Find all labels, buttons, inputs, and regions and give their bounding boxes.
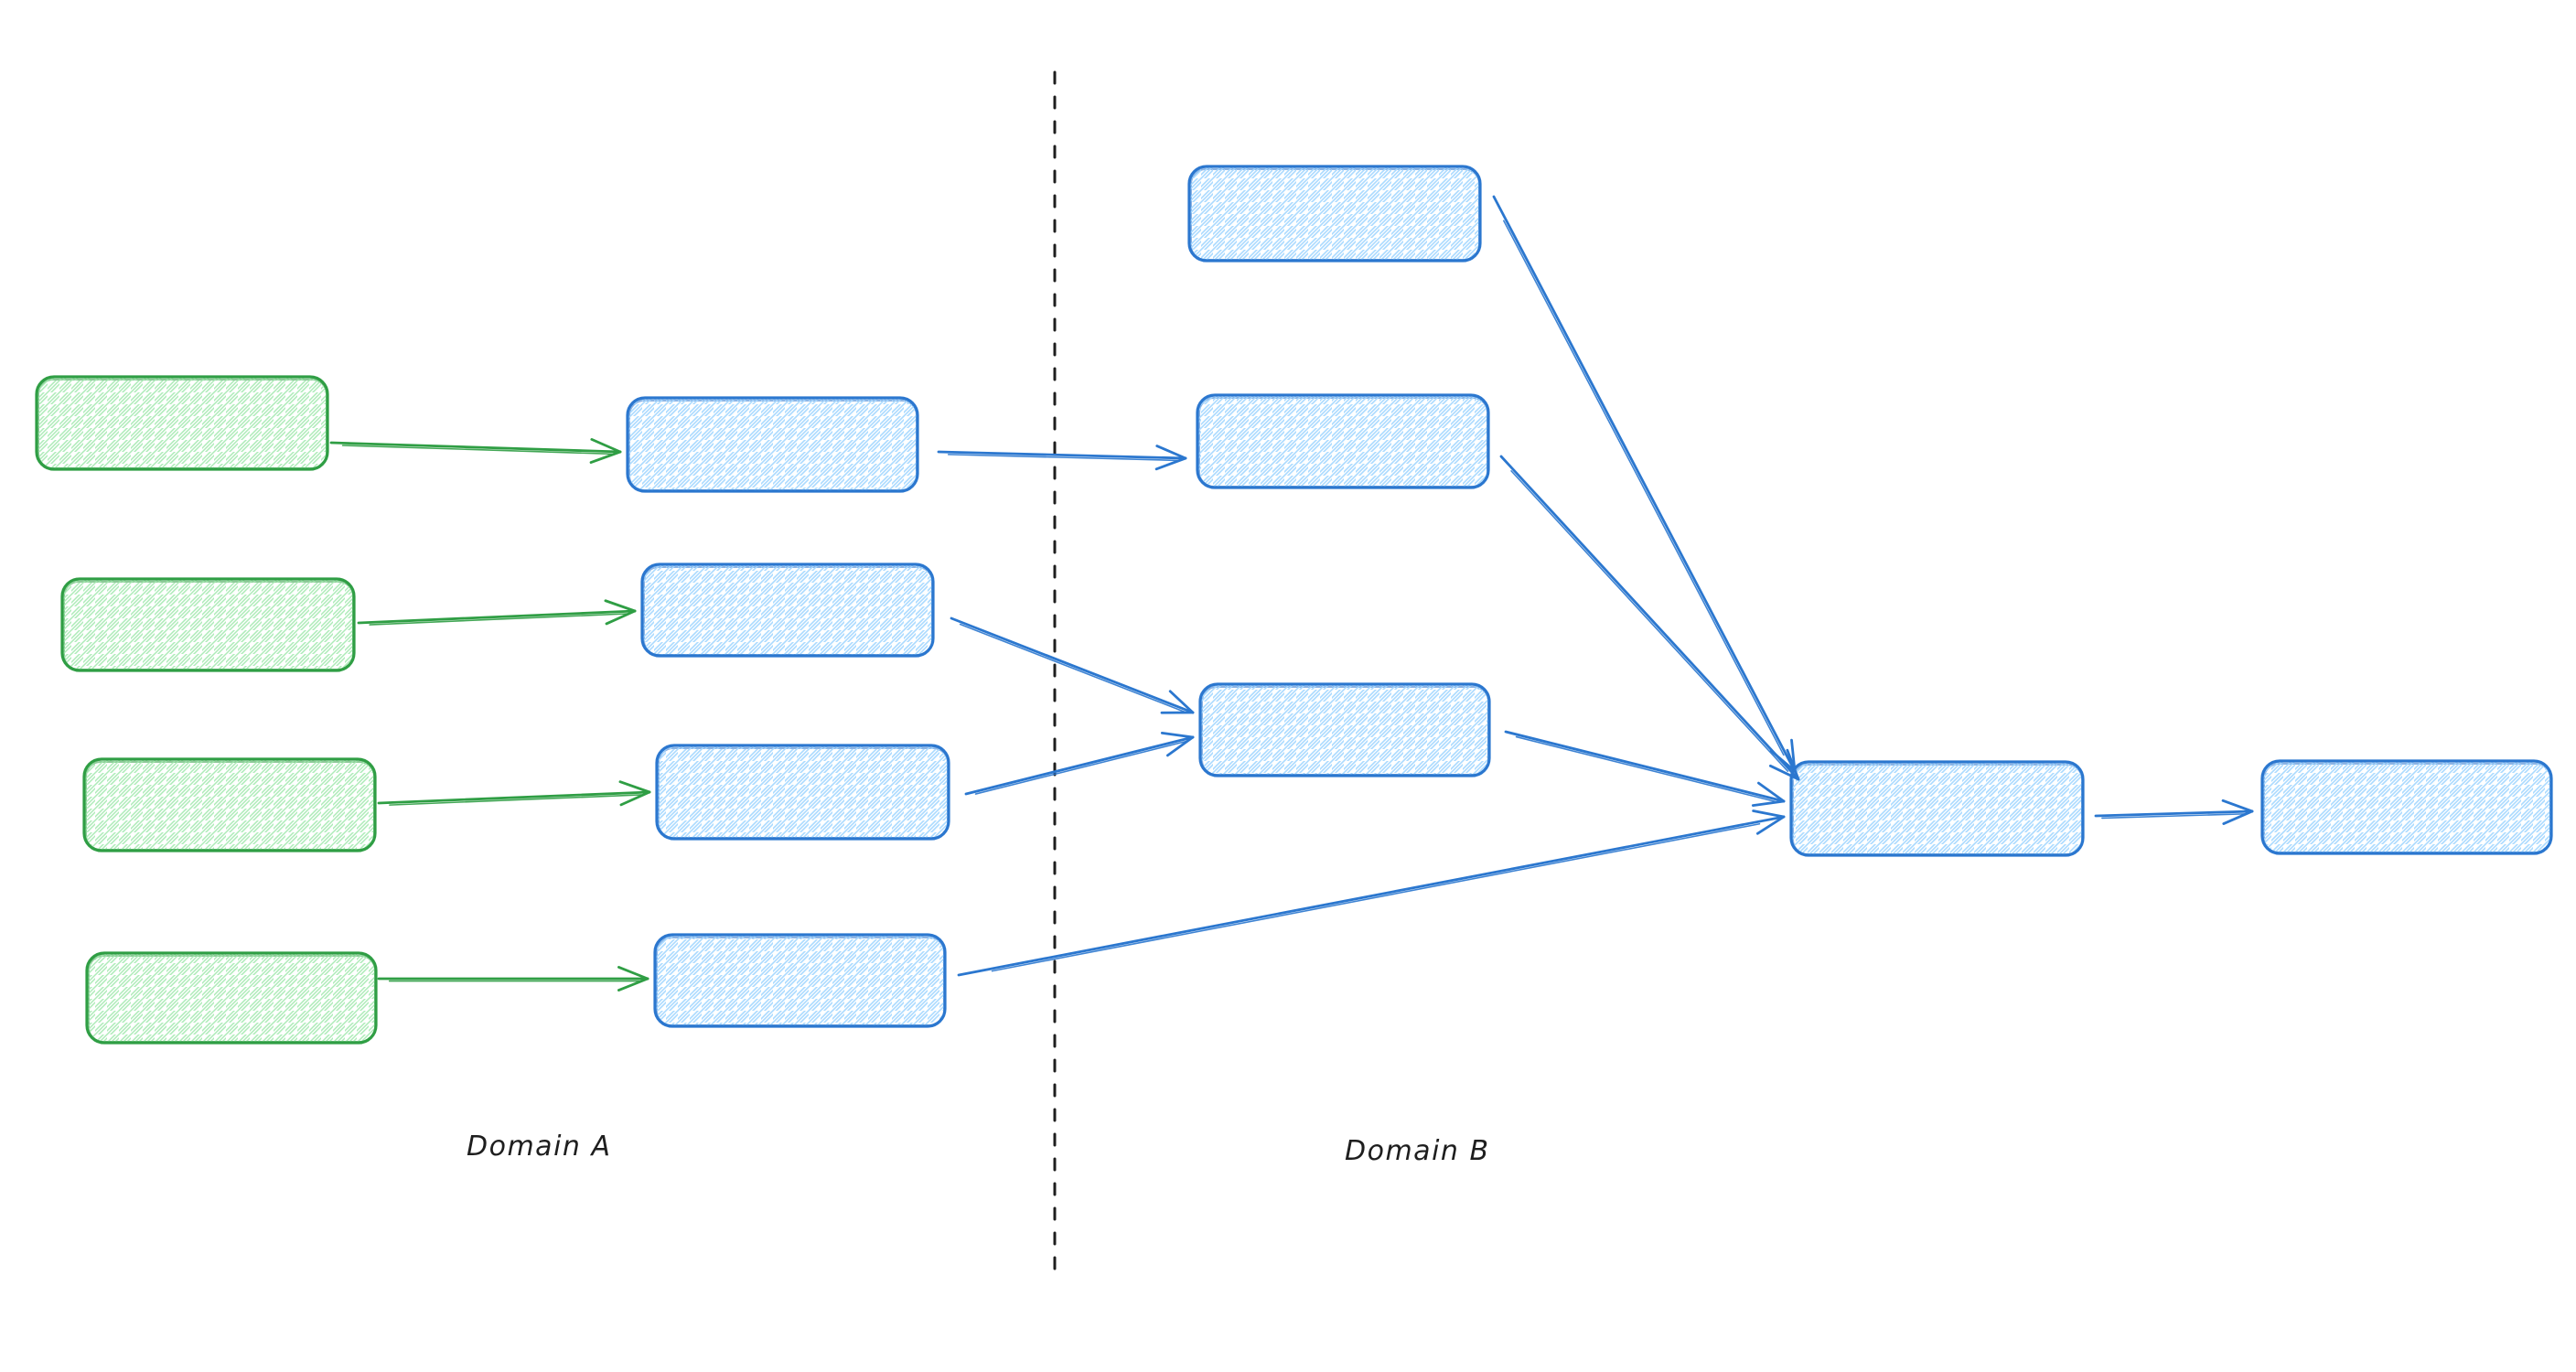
domain-a-source-1[interactable] <box>35 375 329 471</box>
domain-a-node-3[interactable] <box>655 744 950 841</box>
edge-node3-bnode3 <box>964 732 1195 796</box>
edge-bnode1-hub <box>1492 195 1797 773</box>
edge-bnode3-hub <box>1504 730 1786 807</box>
edge-source2-node2 <box>357 599 637 626</box>
edge-node2-bnode3 <box>950 616 1195 714</box>
domain-a-node-4[interactable] <box>653 933 947 1028</box>
domain-a-node-2[interactable] <box>640 563 935 658</box>
domain-b-hub[interactable] <box>1789 760 2085 857</box>
domain-a-node-1[interactable] <box>626 396 919 493</box>
edge-hub-output <box>2094 799 2254 825</box>
domain-b-node-2[interactable] <box>1196 393 1490 489</box>
domain-b-label: Domain B <box>1345 1135 1490 1167</box>
domain-b-node-3[interactable] <box>1198 682 1491 777</box>
domain-a-label: Domain A <box>467 1131 611 1163</box>
edge-node4-hub <box>957 809 1786 977</box>
edge-source4-node4 <box>377 965 649 992</box>
edge-node1-bnode2 <box>937 445 1187 471</box>
domain-a-source-2[interactable] <box>60 577 356 672</box>
domain-a-source-3[interactable] <box>82 757 377 852</box>
edge-source3-node3 <box>377 780 651 807</box>
domain-b-node-1[interactable] <box>1187 165 1482 263</box>
nodes-layer <box>35 165 2553 1045</box>
domain-b-output[interactable] <box>2260 759 2553 855</box>
domain-a-source-4[interactable] <box>85 951 378 1045</box>
edges-layer <box>329 195 2254 992</box>
edge-source1-node1 <box>329 437 622 465</box>
edge-bnode2-hub <box>1499 455 1800 781</box>
